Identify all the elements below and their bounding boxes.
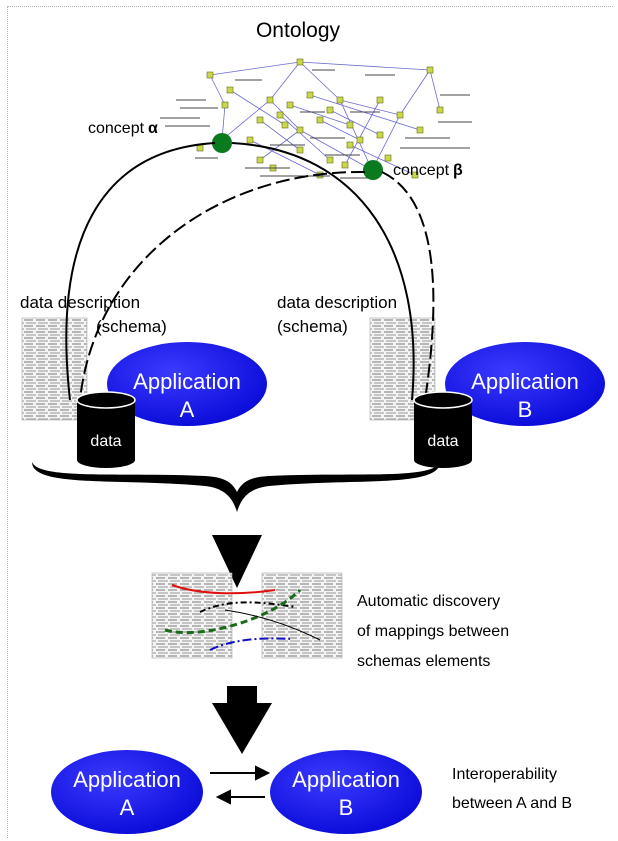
concept-beta-prefix: concept	[393, 162, 450, 179]
mapping-caption-line1: Automatic discovery	[357, 593, 500, 610]
interop-caption-line2: between A and B	[452, 795, 572, 812]
mapping-line-black	[199, 601, 297, 613]
mapping-line-thin	[224, 609, 321, 641]
mapping-lines	[164, 584, 321, 651]
concept-alpha-symbol: α	[148, 120, 158, 137]
left-application-letter: A	[180, 397, 195, 422]
mapping-line-red	[171, 584, 276, 595]
right-database-label: data	[427, 433, 458, 450]
concept-links	[65, 142, 435, 401]
mapping-schema-left	[151, 572, 233, 659]
alpha-to-right-schema-link	[231, 142, 415, 401]
arrow-b-to-a-head	[215, 789, 231, 805]
ontology-nodes	[196, 58, 444, 179]
ontology-edges	[209, 61, 441, 176]
left-application-oval	[107, 342, 267, 426]
left-database-label: data	[90, 433, 121, 450]
bottom-application-a-oval	[51, 750, 203, 834]
left-description-line1: data description	[20, 293, 140, 312]
right-application-letter: B	[518, 397, 533, 422]
merge-brace	[32, 462, 440, 512]
down-arrow-to-interop	[212, 703, 272, 754]
alpha-to-left-schema-link	[65, 142, 216, 401]
concept-alpha-prefix: concept	[88, 120, 145, 137]
left-database-icon	[76, 391, 136, 468]
mapping-caption-line3: schemas elements	[357, 653, 490, 670]
right-description-line1: data description	[277, 293, 397, 312]
bottom-application-a-name: Application	[73, 767, 181, 792]
ontology-node-label-texture	[160, 69, 472, 179]
ontology-title: Ontology	[256, 19, 341, 42]
figure-frame	[7, 6, 613, 838]
exchange-arrows	[210, 765, 271, 805]
concept-alpha-node	[212, 133, 232, 153]
down-arrow-stem	[227, 686, 257, 706]
right-database-icon	[413, 391, 473, 468]
interop-caption-line1: Interoperability	[452, 766, 557, 783]
down-arrow-to-mapping	[212, 535, 262, 588]
left-schema-document	[21, 317, 88, 421]
bottom-application-b-name: Application	[292, 767, 400, 792]
beta-to-right-schema-link	[381, 171, 435, 401]
concept-beta-node	[363, 160, 383, 180]
bottom-application-a-letter: A	[120, 795, 135, 820]
right-application-oval	[445, 342, 605, 426]
left-application-name: Application	[133, 369, 241, 394]
left-description-line2: (schema)	[96, 317, 167, 336]
beta-to-left-schema-link	[79, 170, 366, 401]
right-application-name: Application	[471, 369, 579, 394]
mapping-schema-right	[261, 572, 343, 659]
bottom-application-b-letter: B	[339, 795, 354, 820]
ontology-graph	[160, 58, 472, 179]
bottom-application-b-oval	[270, 750, 422, 834]
right-description-line2: (schema)	[277, 317, 348, 336]
mapping-line-blue	[209, 637, 291, 651]
arrow-a-to-b-head	[255, 765, 271, 781]
mapping-line-green	[164, 588, 302, 635]
concept-beta-symbol: β	[453, 162, 463, 179]
mapping-caption-line2: of mappings between	[357, 623, 509, 640]
